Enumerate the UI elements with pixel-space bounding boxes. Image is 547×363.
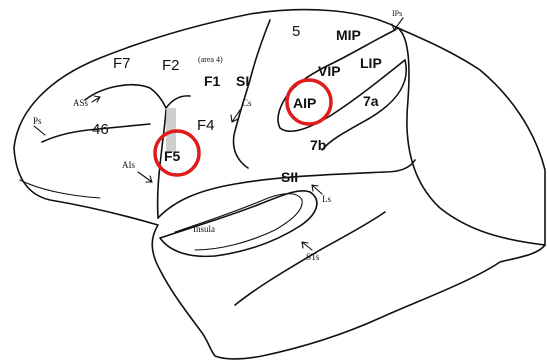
insula-label: Insula bbox=[193, 224, 215, 234]
area-f1-label: F1 bbox=[204, 73, 221, 89]
area-f7-label: F7 bbox=[113, 55, 131, 72]
area-4-label: (area 4) bbox=[198, 55, 223, 64]
area-aip-label: AIP bbox=[293, 95, 316, 111]
ips-arrow bbox=[392, 18, 403, 30]
ais-arrow bbox=[138, 172, 152, 182]
area-7a-label: 7a bbox=[363, 93, 379, 109]
area-s1-label: SI bbox=[236, 73, 249, 89]
area-5-label: 5 bbox=[292, 23, 300, 40]
orbital-contour bbox=[20, 180, 100, 198]
intraparietal-sulcus bbox=[278, 30, 405, 131]
insula-boundary bbox=[160, 191, 317, 257]
area-46-label: 46 bbox=[92, 121, 109, 138]
ps-label: Ps bbox=[33, 116, 42, 126]
occipital-boundary bbox=[398, 28, 545, 245]
ls-arrow bbox=[312, 185, 322, 194]
central-sulcus bbox=[234, 20, 270, 168]
area-7b-label: 7b bbox=[310, 137, 326, 153]
area-f2-label: F2 bbox=[162, 57, 180, 74]
cs-label: Cs bbox=[242, 98, 252, 108]
ips-label: IPs bbox=[392, 9, 402, 18]
area-mip-label: MIP bbox=[336, 27, 361, 43]
ls-label: Ls bbox=[322, 194, 331, 204]
brain-outline bbox=[14, 10, 545, 359]
area-s2-label: SII bbox=[281, 169, 298, 185]
area-f4-label: F4 bbox=[197, 117, 215, 134]
arcuate-sulcus bbox=[85, 85, 190, 108]
ps-arrow bbox=[34, 126, 45, 135]
ais-label: AIs bbox=[122, 160, 135, 170]
area-lip-label: LIP bbox=[360, 55, 382, 71]
sts-arrow bbox=[302, 242, 312, 250]
sts-label: STs bbox=[306, 252, 320, 262]
ass-label: ASs bbox=[73, 98, 89, 108]
insula-inner bbox=[175, 194, 302, 250]
area-vip-label: VIP bbox=[318, 63, 341, 79]
area-f5-label: F5 bbox=[164, 148, 181, 164]
ass-arrow bbox=[92, 96, 100, 102]
